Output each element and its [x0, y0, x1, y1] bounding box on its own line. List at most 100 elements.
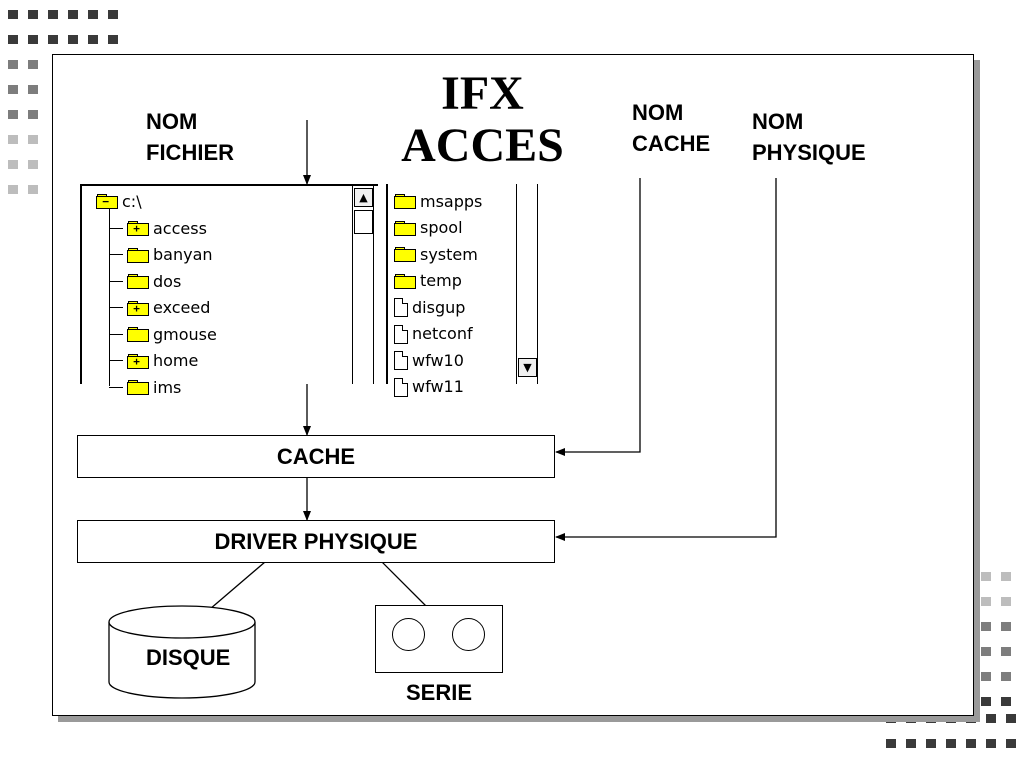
- decorative-square: [8, 160, 18, 169]
- tree-scrollbar[interactable]: ▲: [352, 186, 374, 384]
- decorative-square: [966, 714, 976, 723]
- decorative-square: [8, 185, 18, 194]
- arrow-driver-to-serie: [375, 555, 435, 615]
- diagram-title: IFX ACCES: [390, 68, 575, 172]
- disk-cylinder-icon: [108, 605, 256, 699]
- folder-icon: +: [127, 221, 149, 236]
- cache-box: CACHE: [77, 435, 555, 478]
- decorative-square: [1001, 622, 1011, 631]
- decorative-square: [926, 739, 936, 748]
- label-nom-cache: NOM CACHE: [632, 97, 710, 159]
- decorative-square: [1001, 647, 1011, 656]
- tree-item[interactable]: +exceed: [109, 297, 210, 319]
- decorative-square: [28, 10, 38, 19]
- decorative-square: [108, 35, 118, 44]
- tree-item[interactable]: +home: [109, 350, 198, 372]
- file-list-item-label: wfw10: [412, 350, 464, 370]
- decorative-square: [68, 35, 78, 44]
- scroll-thumb[interactable]: [354, 210, 373, 234]
- file-list-item-label: disgup: [412, 297, 466, 317]
- decorative-square: [8, 85, 18, 94]
- folder-icon: [127, 327, 149, 342]
- decorative-square: [8, 110, 18, 119]
- file-icon: [394, 298, 408, 317]
- decorative-square: [886, 739, 896, 748]
- folder-icon: [127, 247, 149, 263]
- tree-item[interactable]: + access: [109, 217, 207, 239]
- arrow-nom-physique-to-driver: [555, 178, 777, 541]
- tree-item-label: access: [153, 218, 207, 238]
- decorative-square: [1006, 739, 1016, 748]
- tree-root[interactable]: − c:\: [96, 190, 142, 212]
- file-list-item[interactable]: temp: [394, 270, 462, 292]
- file-list-item-label: wfw11: [412, 377, 464, 396]
- serial-port-circle-icon: [392, 618, 425, 651]
- label-nom-physique: NOM PHYSIQUE: [752, 106, 866, 168]
- decorative-square: [981, 647, 991, 656]
- file-icon: [394, 351, 408, 370]
- scroll-up-button[interactable]: ▲: [354, 188, 373, 207]
- decorative-square: [108, 10, 118, 19]
- file-list-item[interactable]: spool: [394, 217, 463, 239]
- file-list-item[interactable]: wfw10: [394, 349, 464, 371]
- decorative-square: [28, 110, 38, 119]
- tree-item[interactable]: gmouse: [109, 323, 217, 345]
- label-nom-physique-line-1: NOM: [752, 109, 804, 134]
- file-browser: − c:\ + access banyan dos +exceed gmouse +home…: [80, 184, 550, 397]
- decorative-square: [28, 35, 38, 44]
- scroll-down-button[interactable]: ▼: [518, 358, 537, 377]
- label-nom-fichier-line-2: FICHIER: [146, 140, 234, 165]
- file-list-item[interactable]: disgup: [394, 296, 465, 318]
- serial-device: [375, 605, 503, 673]
- file-list-pane: msapps spool system temp disgup netconf wfw10 w…: [386, 184, 548, 397]
- decorative-square: [68, 10, 78, 19]
- tree-item[interactable]: banyan: [109, 244, 213, 266]
- file-list-item[interactable]: netconf: [394, 323, 473, 345]
- decorative-square: [906, 739, 916, 748]
- folder-icon: [394, 247, 416, 262]
- driver-physique-box: DRIVER PHYSIQUE: [77, 520, 555, 563]
- decorative-square: [28, 135, 38, 144]
- tree-item[interactable]: ims: [109, 376, 181, 398]
- tree-item-label: ims: [153, 377, 182, 397]
- decorative-square: [48, 10, 58, 19]
- file-list-item[interactable]: system: [394, 243, 478, 265]
- decorative-square: [986, 714, 996, 723]
- tree-item[interactable]: dos: [109, 270, 181, 292]
- decorative-square: [981, 597, 991, 606]
- decorative-square: [981, 697, 991, 706]
- folder-icon: [394, 194, 416, 209]
- tree-item-label: dos: [153, 271, 182, 291]
- folder-icon: [127, 380, 149, 395]
- file-list-item[interactable]: wfw11: [394, 376, 464, 398]
- folder-icon: [394, 220, 416, 236]
- decorative-square: [966, 739, 976, 748]
- tree-item-label: banyan: [153, 245, 213, 264]
- decorative-square: [1001, 597, 1011, 606]
- decorative-square: [1001, 572, 1011, 581]
- list-scrollbar[interactable]: ▼: [516, 184, 538, 384]
- decorative-square: [886, 714, 896, 723]
- decorative-square: [1006, 714, 1016, 723]
- serial-label: SERIE: [405, 680, 473, 705]
- file-icon: [394, 324, 408, 344]
- decorative-square: [48, 35, 58, 44]
- file-list-item[interactable]: msapps: [394, 190, 482, 212]
- title-line-1: IFX: [441, 67, 524, 120]
- serial-port-circle-icon: [452, 618, 485, 651]
- file-list-item-label: netconf: [412, 324, 473, 343]
- decorative-square: [946, 714, 956, 723]
- file-list-item-label: temp: [420, 271, 462, 290]
- decorative-square: [8, 35, 18, 44]
- decorative-square: [1001, 697, 1011, 706]
- decorative-square: [986, 739, 996, 748]
- folder-icon: +: [127, 353, 149, 369]
- file-list-item-label: spool: [420, 218, 463, 237]
- title-line-2: ACCES: [401, 119, 564, 172]
- folder-icon: +: [127, 300, 149, 316]
- decorative-square: [8, 60, 18, 69]
- label-nom-cache-line-1: NOM: [632, 100, 684, 125]
- decorative-square: [926, 714, 936, 723]
- decorative-square: [906, 714, 916, 723]
